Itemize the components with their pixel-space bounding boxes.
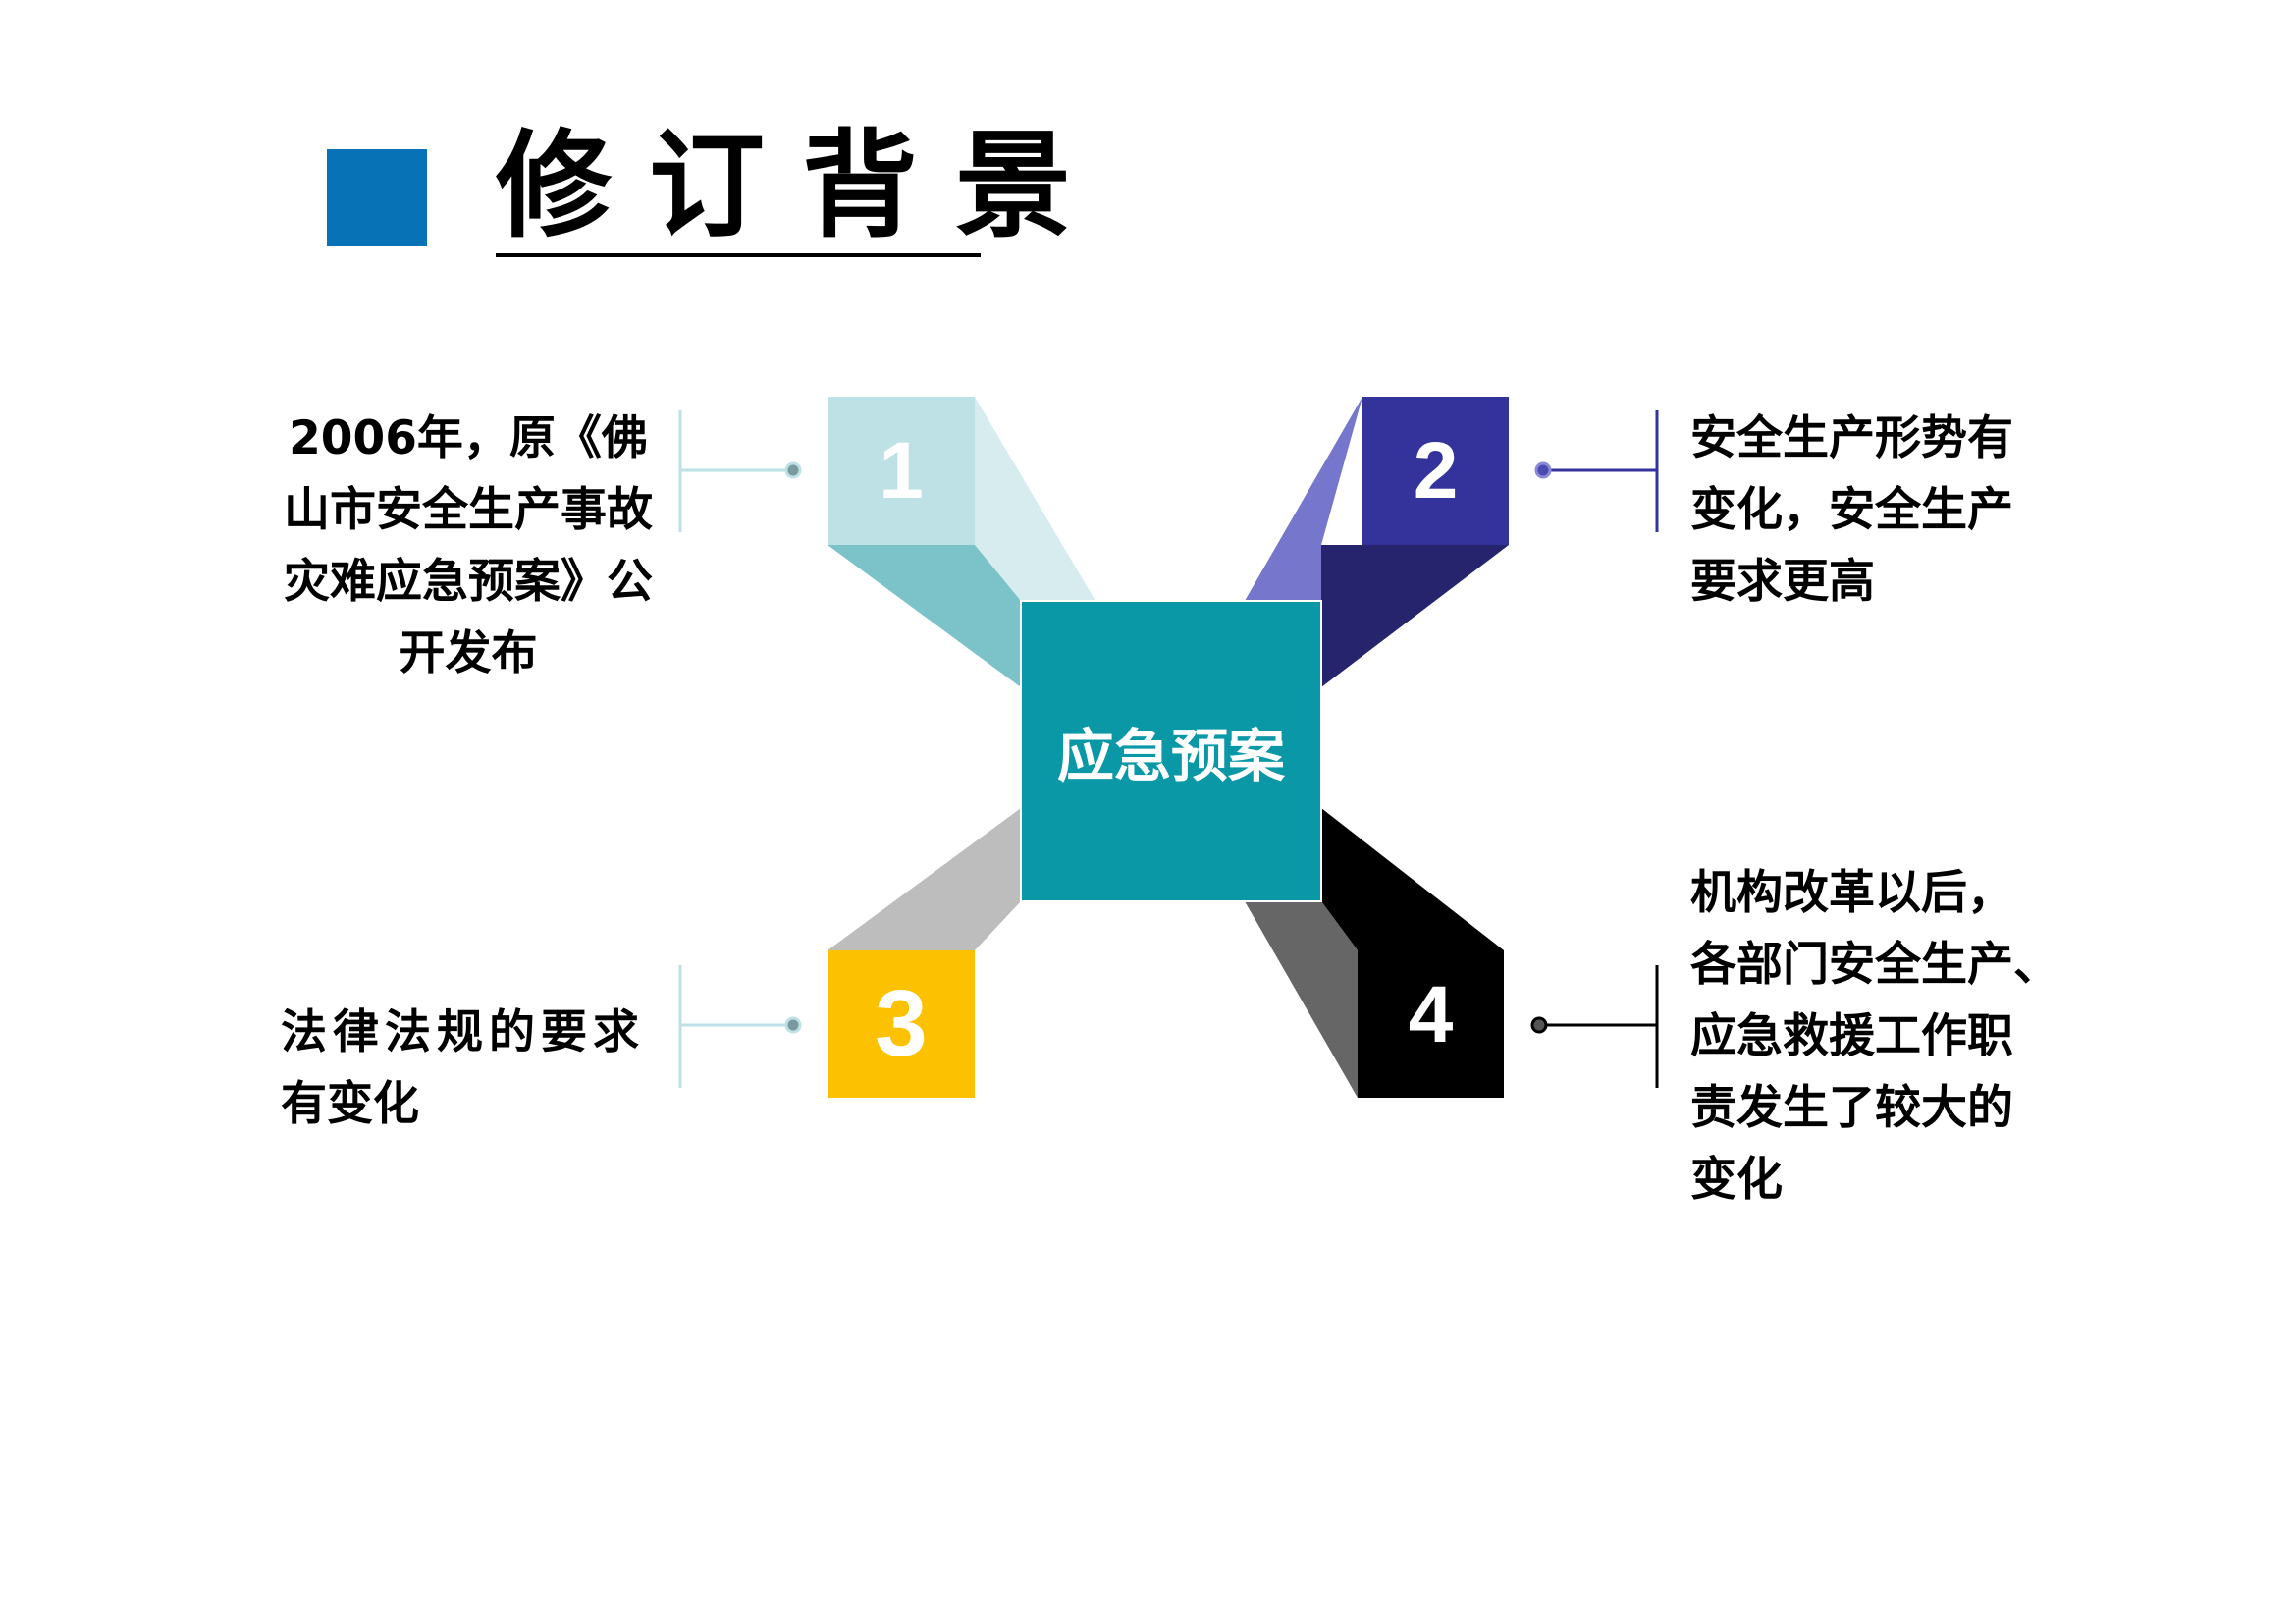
block-4-number: 4 — [1408, 970, 1454, 1059]
item-1-line-4: 开发布 — [399, 626, 538, 680]
item-1-line-3: 灾难应急预案》公 — [284, 555, 653, 609]
connector-4 — [1530, 965, 1659, 1088]
title-square-icon — [327, 149, 427, 246]
item-2-line-2: 变化，安全生产 — [1690, 483, 2013, 537]
item-1-line-2: 山市安全生产事故 — [284, 483, 653, 537]
item-2-line-1: 安全生产形势有 — [1690, 411, 2013, 465]
connector-1 — [678, 410, 802, 532]
page-title: 修订背景 — [496, 118, 1109, 253]
block-4-front-face — [1358, 950, 1504, 1098]
block-4-side-dark — [1321, 808, 1504, 950]
center-square — [1020, 600, 1322, 902]
title-underline — [496, 253, 981, 257]
item-4-line-3: 应急救援工作职 — [1690, 1009, 2013, 1063]
block-3-number: 3 — [875, 971, 928, 1076]
item-3-line-2: 有变化 — [281, 1077, 419, 1131]
item-3-line-1: 法律法规的要求 — [281, 1005, 645, 1059]
block-3-front-face — [828, 950, 975, 1098]
block-1-side-face — [828, 545, 1021, 687]
block-2-front-face — [1362, 397, 1509, 545]
item-2-description: 安全生产形势有 变化，安全生产 要求更高 — [1690, 403, 2044, 618]
item-2-line-3: 要求更高 — [1690, 555, 1875, 609]
item-1-description: 2006年，原《佛 山市安全生产事故 灾难应急预案》公 开发布 — [257, 403, 679, 689]
block-2-number: 2 — [1413, 425, 1459, 515]
block-3-side-face — [828, 808, 1021, 950]
item-4-line-2: 各部门安全生产、 — [1690, 938, 2059, 992]
item-4-description: 机构改革以后， 各部门安全生产、 应急救援工作职 责发生了较大的 变化 — [1690, 857, 2083, 1216]
block-1-light-face — [975, 397, 1095, 601]
connector-2 — [1534, 410, 1659, 532]
item-4-line-5: 变化 — [1690, 1153, 1783, 1207]
block-4-side-face — [1245, 901, 1358, 1098]
block-1-front-face — [828, 397, 975, 545]
block-2-side-face — [1321, 545, 1509, 687]
connector-3 — [678, 965, 802, 1088]
item-1-line-1: 2006年，原《佛 — [289, 411, 648, 465]
block-2-light-face — [1245, 397, 1362, 601]
item-4-line-1: 机构改革以后， — [1690, 866, 2013, 920]
block-1-number: 1 — [879, 425, 924, 515]
item-3-description: 法律法规的要求 有变化 — [281, 997, 693, 1140]
center-label: 应急预案 — [1056, 723, 1285, 789]
item-4-line-4: 责发生了较大的 — [1690, 1081, 2013, 1135]
